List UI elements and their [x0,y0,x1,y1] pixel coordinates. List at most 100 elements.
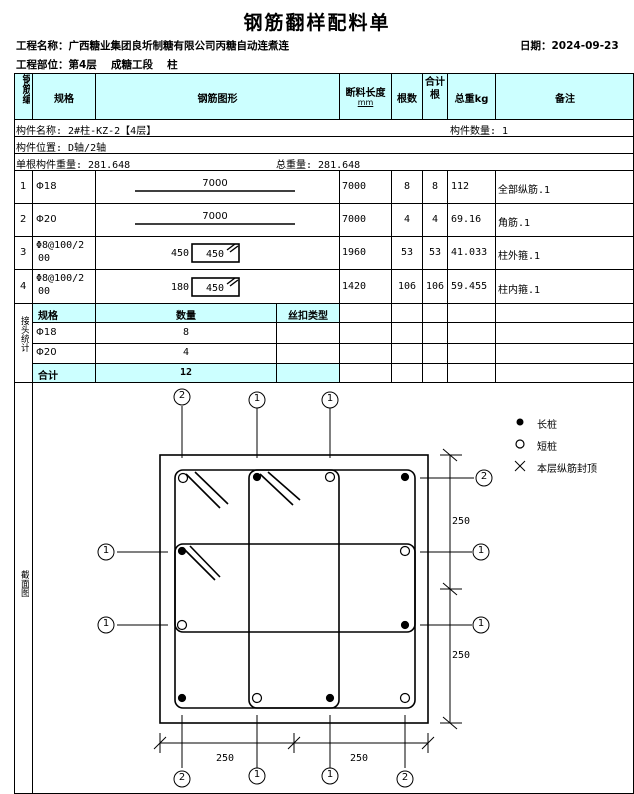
row-4-spec: Φ8@100/2 [36,273,85,284]
component-location: 构件位置: D轴/2轴 [16,143,107,154]
rebar-grade-icon: Φ [36,273,43,284]
mark-bottom-1: 2 [178,772,186,783]
mark-left-2: 1 [102,618,110,629]
row-1-note: 全部纵筋.1 [498,185,551,196]
outer-stirrup [174,469,416,709]
joint-side-label: 接头统计 [19,316,29,352]
project-part-row: 工程部位：第4层 成糖工段 柱 [16,57,178,72]
header-no: 钢筋编 [20,74,30,104]
header-note: 备注 [555,94,575,105]
row-3-stirrup-shape [191,243,240,263]
row-2-shape-label: 7000 [202,211,228,222]
row-1-length: 7000 [342,181,367,192]
row-1-no: 1 [20,181,27,192]
mark-bottom-2: 1 [253,769,261,780]
header-shape: 钢筋图形 [197,94,238,105]
row-2-weight: 69.16 [451,214,482,225]
mark-top-3: 1 [326,393,334,404]
joint-row-1-qty: 8 [182,327,190,338]
row-1-shape-label: 7000 [202,178,228,189]
mark-top-2: 1 [253,393,261,404]
row-2-no: 2 [20,214,27,225]
rebar-grade-icon: Φ [36,327,44,338]
header-length-unit: mm [357,98,374,107]
joint-row-1-spec: Φ18 [36,327,57,338]
row-1-weight: 112 [451,181,470,192]
row-2-spec: Φ20 [36,214,57,225]
row-2-total: 4 [431,214,439,225]
project-name-row: 工程名称：广西糖业集团良圻制糖有限公司丙糖自动连煮连 [16,38,289,53]
joint-row-2-qty: 4 [182,347,190,358]
row-4-no: 4 [20,281,27,292]
dim-right-lower: 250 [452,650,471,661]
joint-total-value: 12 [179,367,193,378]
mark-right-2: 1 [477,545,485,556]
row-4-count: 106 [397,281,417,292]
rebar-grade-icon: Φ [36,240,43,251]
project-name-value: 广西糖业集团良圻制糖有限公司丙糖自动连煮连 [68,40,290,52]
date-value: 2024-09-23 [551,40,619,52]
row-3-note: 柱外箍.1 [498,251,541,262]
row-3-weight: 41.033 [451,247,488,258]
joint-header-spec: 规格 [38,311,58,322]
rebar-grade-icon: Φ [36,347,44,358]
row-1-spec: Φ18 [36,181,57,192]
mark-bottom-3: 1 [326,769,334,780]
joint-header-thread: 丝扣类型 [288,311,328,322]
component-unit-weight: 单根构件重量: 281.648 [16,160,131,171]
row-3-spec-cont: 00 [38,253,51,264]
legend-long: 长桩 [537,420,557,431]
project-part-value: 第4层 成糖工段 柱 [68,59,178,71]
row-4-spec-cont: 00 [38,286,51,297]
project-part-label: 工程部位： [16,59,69,71]
row-3-length: 1960 [342,247,367,258]
row-4-note: 柱内箍.1 [498,285,541,296]
inner-stirrup-vertical [248,469,340,709]
mark-bottom-4: 2 [401,772,409,783]
row-4-total: 106 [425,281,445,292]
project-name-label: 工程名称： [16,40,69,52]
row-4-length: 1420 [342,281,367,292]
joint-header-qty: 数量 [176,311,196,322]
column-outline [159,454,429,724]
date-label: 日期： [520,40,552,52]
row-3-shape-box: 450 [206,249,225,260]
row-3-no: 3 [20,247,27,258]
row-1-shape-line [135,190,295,192]
row-2-note: 角筋.1 [498,218,531,229]
row-4-shape-left: 180 [171,282,190,293]
row-3-spec: Φ8@100/2 [36,240,85,251]
header-total-count: 合计根 [425,77,445,101]
dim-right-upper: 250 [452,516,471,527]
row-2-shape-line [135,223,295,225]
row-3-count: 53 [400,247,414,258]
row-1-count: 8 [403,181,411,192]
component-name: 构件名称: 2#柱-KZ-2【4层】 [16,126,157,137]
component-qty: 构件数量: 1 [450,126,509,137]
row-2-count: 4 [403,214,411,225]
date-row: 日期：2024-09-23 [520,38,619,53]
row-4-stirrup-shape [191,277,240,297]
legend-top: 本层纵筋封顶 [537,464,597,475]
section-side-label: 截面图 [19,570,29,597]
header-length: 断料长度 [345,88,386,99]
row-3-shape-left: 450 [171,248,190,259]
row-1-total: 8 [431,181,439,192]
mark-left-1: 1 [102,545,110,556]
rebar-grade-icon: Φ [36,181,44,192]
rebar-grade-icon: Φ [36,214,44,225]
row-4-weight: 59.455 [451,281,488,292]
mark-top-1: 2 [178,390,186,401]
joint-row-2-spec: Φ20 [36,347,57,358]
row-2-length: 7000 [342,214,367,225]
row-3-total: 53 [428,247,442,258]
dim-bottom-right: 250 [350,753,369,764]
mark-right-3: 1 [477,618,485,629]
row-4-shape-box: 450 [206,283,225,294]
header-spec: 规格 [54,94,74,105]
dim-bottom-left: 250 [216,753,235,764]
header-weight: 总重kg [454,94,489,105]
component-total-weight: 总重量: 281.648 [276,160,361,171]
